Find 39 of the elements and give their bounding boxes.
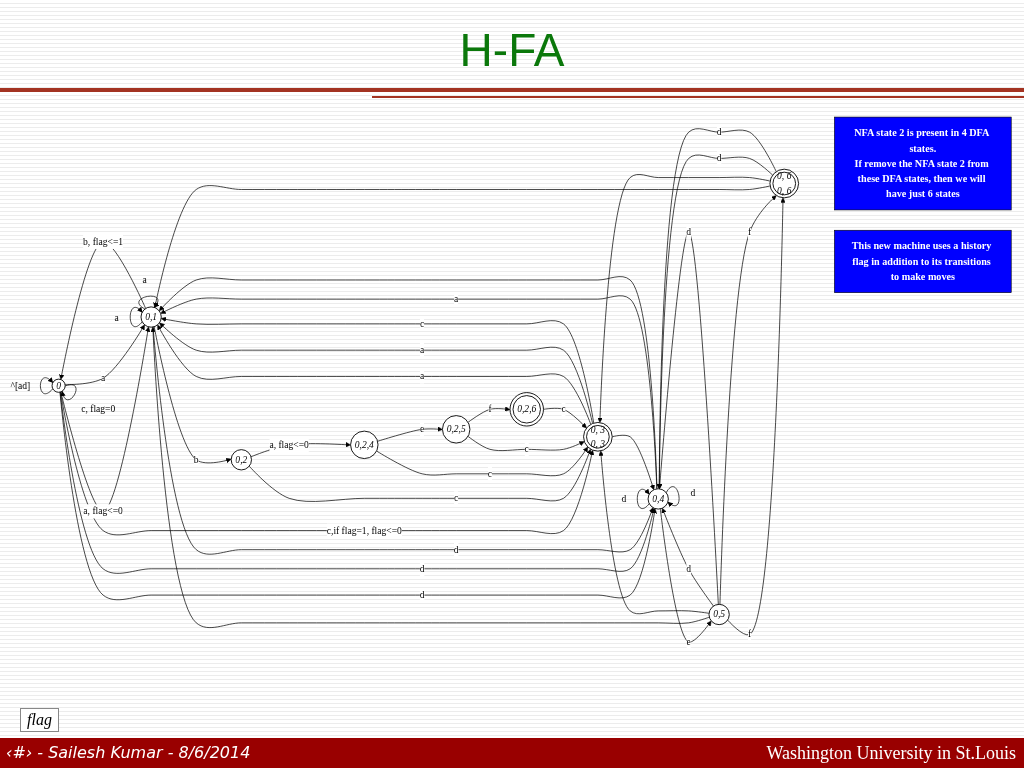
- edge-label: f: [748, 226, 752, 237]
- edge-label: d: [716, 126, 722, 137]
- edge-label: e: [686, 636, 691, 647]
- edge-label: d: [686, 226, 692, 237]
- institution-name: Washington University in St.Louis: [766, 742, 1016, 764]
- node-circle: 0,1: [140, 306, 162, 328]
- edge-label: c: [524, 443, 529, 455]
- edge-label: c,if flag=1, flag<=0: [326, 525, 402, 536]
- edge-label: a: [454, 293, 459, 304]
- edge-label: a, flag<=0: [83, 506, 123, 517]
- edge-label: f: [488, 403, 492, 415]
- edge-label: d: [716, 153, 722, 164]
- edge-label: a: [100, 372, 106, 384]
- edge-label: c: [454, 492, 459, 504]
- node-circle: 0,4: [647, 488, 669, 510]
- edge-label: d: [453, 544, 459, 555]
- text-box: flag: [20, 708, 59, 732]
- edge-label: f: [748, 629, 752, 640]
- node-box: NFA state 2 is present in 4 DFA states. If remove the NFA state 2 from these DFA states, then we will have just 6 states: [834, 116, 1012, 211]
- slide-title: H-FA: [458, 23, 566, 78]
- edge-label: c: [487, 468, 493, 479]
- edge-label: b: [193, 454, 199, 465]
- node-circle: 0,5: [708, 603, 730, 626]
- node-circle: 0,2,4: [350, 430, 379, 460]
- node-circle: 0,2: [230, 449, 252, 471]
- edge-label: a: [420, 344, 425, 355]
- edge-label: d: [419, 563, 425, 574]
- edge-label: c: [561, 403, 566, 415]
- footer-text: ‹#› - Sailesh Kumar - 8/6/2014: [6, 743, 251, 763]
- edge-label: b, flag<=1: [83, 236, 124, 247]
- edge-label: c: [420, 318, 425, 329]
- node-circle: 0,2,5: [442, 415, 471, 444]
- edge-label: e: [420, 423, 425, 435]
- edge-label: a, flag<=0: [269, 439, 309, 450]
- edge-label: d: [419, 589, 425, 600]
- node-circle: 0: [51, 378, 66, 393]
- edge-label: d: [686, 563, 692, 574]
- node-box: This new machine uses a history flag in addition to its transitions to make moves: [834, 229, 1012, 293]
- edge-label: a: [420, 371, 425, 382]
